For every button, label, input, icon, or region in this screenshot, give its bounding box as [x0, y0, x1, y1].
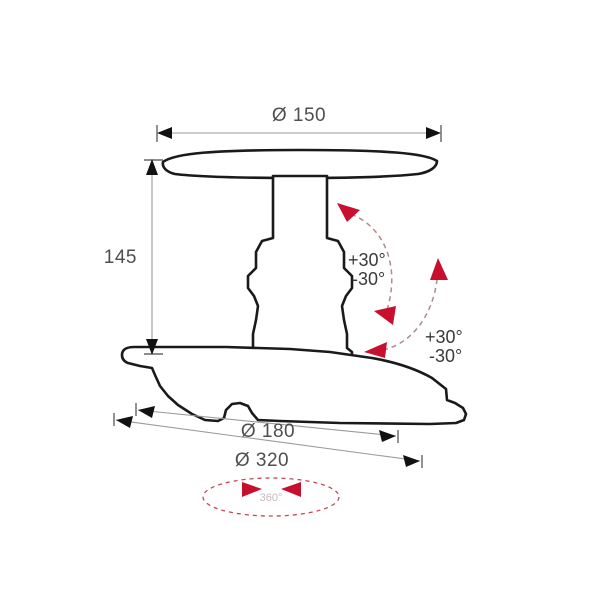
dim-line-180 [137, 409, 397, 437]
dim-arrow-right-150 [426, 127, 441, 139]
upper-tilt-label-plus: +30° [348, 250, 386, 270]
upper-tilt-annotation: +30° -30° [337, 203, 396, 325]
upper-tilt-arrow-end [374, 306, 396, 325]
column-body-outline [246, 174, 354, 358]
dim-label-base-upper-diameter: Ø 180 [241, 421, 295, 442]
lower-tilt-arrow-start [364, 342, 387, 358]
lower-tilt-label-minus: -30° [429, 346, 462, 366]
dim-label-height: 145 [104, 247, 137, 268]
upper-tilt-label-minus: -30° [352, 269, 385, 289]
rotation-annotation: 360° [202, 477, 340, 517]
lower-tilt-annotation: +30° -30° [364, 258, 463, 366]
base-outline [120, 345, 468, 426]
rotation-label: 360° [260, 492, 283, 504]
rotation-ellipse [202, 477, 340, 517]
rotation-arrow-left [242, 482, 262, 497]
lower-tilt-arc [382, 279, 438, 351]
rotation-arrow-right [281, 482, 301, 497]
dim-label-base-lower-diameter: Ø 320 [235, 450, 289, 471]
upper-tilt-arrow-start [337, 203, 360, 222]
lower-tilt-label-plus: +30° [425, 327, 463, 347]
dim-arrow-left-180 [138, 406, 155, 418]
dim-label-top-diameter: Ø 150 [272, 105, 326, 126]
dim-arrow-left-320 [116, 416, 133, 428]
lower-tilt-arrow-end [430, 258, 448, 280]
dim-arrow-top-145 [146, 159, 158, 175]
dim-arrow-left-150 [157, 127, 172, 139]
upper-tilt-arc [350, 213, 393, 311]
dimension-base-lower-diameter: Ø 320 [113, 413, 423, 471]
dim-arrow-bottom-145 [146, 339, 158, 355]
dim-arrow-right-320 [403, 455, 420, 467]
dimension-base-upper-diameter: Ø 180 [135, 403, 399, 443]
dim-line-320 [115, 419, 421, 462]
dimension-height: 145 [104, 159, 163, 355]
dimension-top-diameter: Ø 150 [156, 105, 442, 142]
dim-arrow-right-180 [379, 430, 396, 442]
top-plate-outline [161, 148, 439, 180]
part-outline-group [120, 148, 468, 426]
